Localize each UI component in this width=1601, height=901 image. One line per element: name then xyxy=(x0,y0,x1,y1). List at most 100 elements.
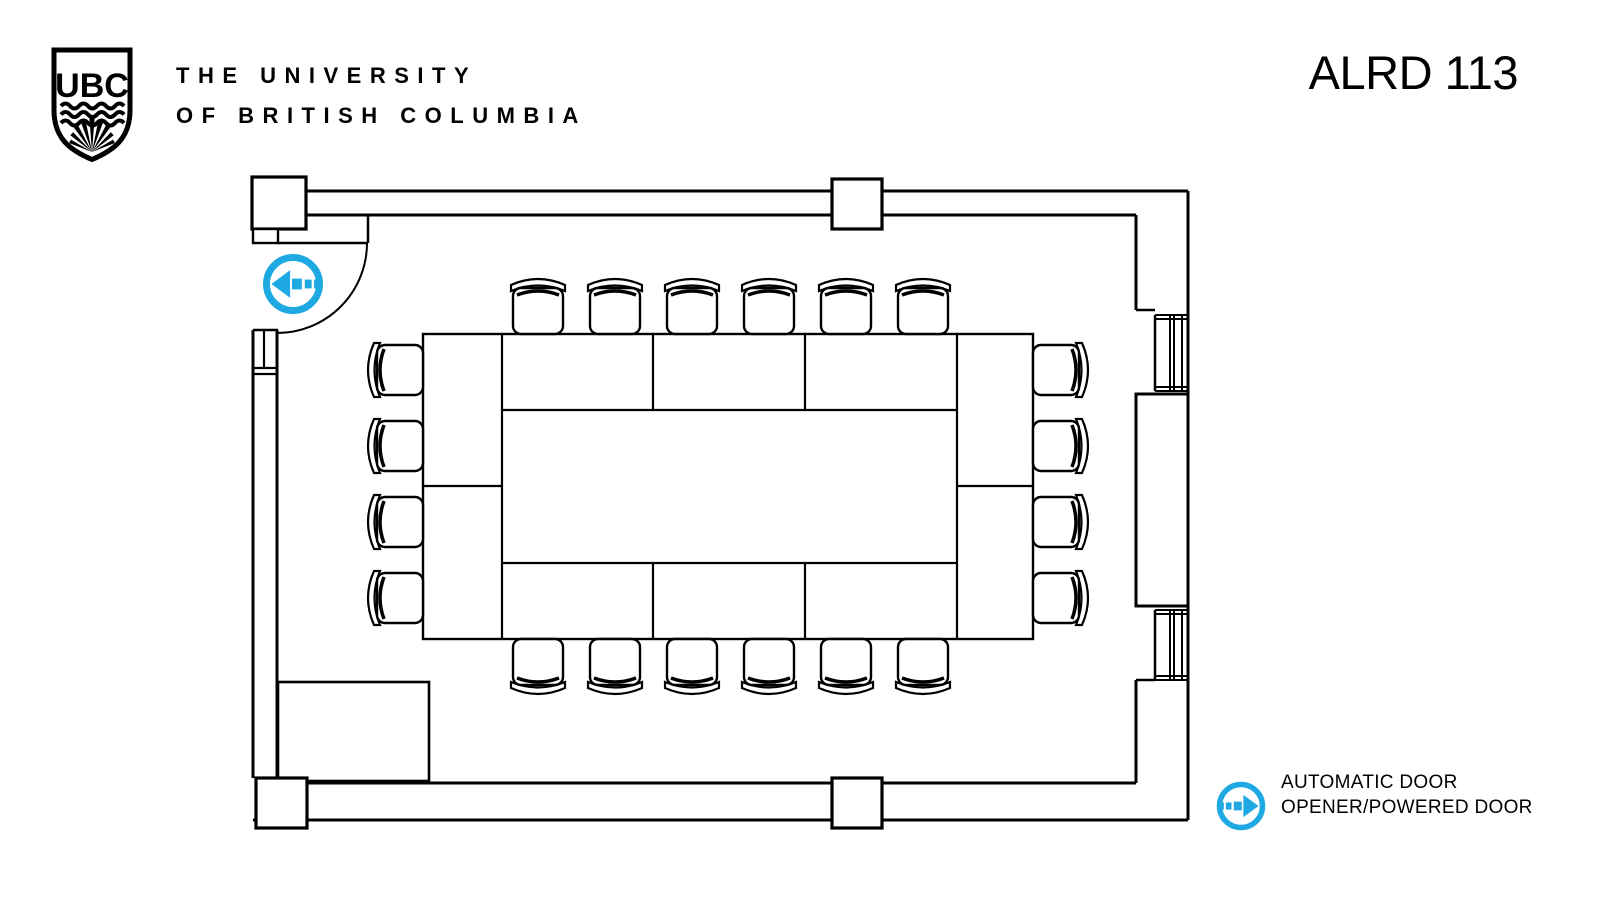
ubc-monogram: UBC xyxy=(55,67,129,105)
university-wordmark: THE UNIVERSITY OF BRITISH COLUMBIA xyxy=(176,56,587,136)
page-title-room-label: ALRD 113 xyxy=(1308,46,1519,99)
chair-back xyxy=(366,569,382,627)
chair-seat xyxy=(665,637,719,687)
table-outline xyxy=(421,332,1035,641)
chair-back xyxy=(1074,493,1090,551)
chair-seat xyxy=(511,286,565,336)
chair xyxy=(1031,493,1090,551)
chair-back-edge xyxy=(516,676,560,684)
chair-seat xyxy=(896,637,950,687)
chair-back-edge xyxy=(1070,500,1078,544)
chair xyxy=(1031,341,1090,399)
wall-block xyxy=(1134,392,1190,608)
chair-back xyxy=(740,680,798,696)
chair-back-edge xyxy=(670,289,714,297)
arrow-glyph xyxy=(271,270,320,298)
chair xyxy=(1031,417,1090,475)
chair-seat xyxy=(375,571,425,625)
chair-seat xyxy=(742,286,796,336)
chair xyxy=(663,277,721,336)
chair-back xyxy=(817,277,875,293)
legend-line2: OPENER/POWERED DOOR xyxy=(1281,797,1533,818)
chair-back xyxy=(1074,341,1090,399)
chair xyxy=(663,637,721,696)
chair-seat xyxy=(1031,343,1081,397)
chair-back xyxy=(663,277,721,293)
column xyxy=(830,177,884,231)
chair-back xyxy=(894,680,952,696)
chair xyxy=(366,493,425,551)
chair-back-edge xyxy=(593,676,637,684)
chair-back xyxy=(509,277,567,293)
chair-seat xyxy=(1031,571,1081,625)
ubc-logo: UBC xyxy=(51,47,133,163)
chair-back-edge xyxy=(824,676,868,684)
conference-table xyxy=(421,332,1035,641)
chair xyxy=(586,277,644,336)
chair xyxy=(509,277,567,336)
legend-line1: AUTOMATIC DOOR xyxy=(1281,772,1458,793)
chair xyxy=(586,637,644,696)
chair-seat xyxy=(375,495,425,549)
chair-back xyxy=(366,493,382,551)
wall-notch xyxy=(251,227,280,245)
chair xyxy=(740,637,798,696)
university-name-line2: OF BRITISH COLUMBIA xyxy=(176,103,587,128)
chair-seat xyxy=(375,419,425,473)
legend: AUTOMATIC DOOR OPENER/POWERED DOOR xyxy=(1281,770,1533,820)
chair-back xyxy=(509,680,567,696)
chair xyxy=(817,277,875,336)
chair xyxy=(894,637,952,696)
chair-seat xyxy=(819,286,873,336)
chair-back xyxy=(586,277,644,293)
chair-seat xyxy=(896,286,950,336)
ubc-shield-rays xyxy=(69,116,115,152)
chair-back-edge xyxy=(670,676,714,684)
chair xyxy=(894,277,952,336)
ubc-shield-outline xyxy=(51,47,133,163)
chair xyxy=(509,637,567,696)
chair-seat xyxy=(375,343,425,397)
chair-seat xyxy=(665,286,719,336)
chair-back xyxy=(1074,417,1090,475)
chair-seat xyxy=(511,637,565,687)
chair xyxy=(817,637,875,696)
door-swing-arc xyxy=(276,242,368,334)
chair xyxy=(366,569,425,627)
chair-seat xyxy=(1031,419,1081,473)
chair-back-edge xyxy=(1070,348,1078,392)
chair-back xyxy=(894,277,952,293)
chair xyxy=(366,417,425,475)
door-opener-icon xyxy=(263,254,323,314)
chair-back-edge xyxy=(901,676,945,684)
chair-seat xyxy=(588,637,642,687)
chair-seat xyxy=(588,286,642,336)
chair-back-edge xyxy=(901,289,945,297)
chair-back-edge xyxy=(747,676,791,684)
legend-door-opener-icon xyxy=(1216,781,1266,831)
cabinet xyxy=(276,680,431,783)
chair-back xyxy=(740,277,798,293)
chair-back xyxy=(1074,569,1090,627)
chair-back-edge xyxy=(378,348,386,392)
university-name-line1: THE UNIVERSITY xyxy=(176,63,478,88)
chair-seat xyxy=(742,637,796,687)
arrow-glyph xyxy=(1219,794,1259,818)
chair-back-edge xyxy=(747,289,791,297)
chair-back-edge xyxy=(378,424,386,468)
chair-back-edge xyxy=(593,289,637,297)
chair-back xyxy=(366,341,382,399)
chair-back xyxy=(663,680,721,696)
chair-back-edge xyxy=(378,576,386,620)
chair xyxy=(1031,569,1090,627)
chair-back xyxy=(586,680,644,696)
column xyxy=(254,776,309,830)
chair-back-edge xyxy=(1070,424,1078,468)
column xyxy=(250,175,308,231)
chair-back-edge xyxy=(516,289,560,297)
chair-back-edge xyxy=(824,289,868,297)
chair-back xyxy=(366,417,382,475)
chair-back-edge xyxy=(378,500,386,544)
